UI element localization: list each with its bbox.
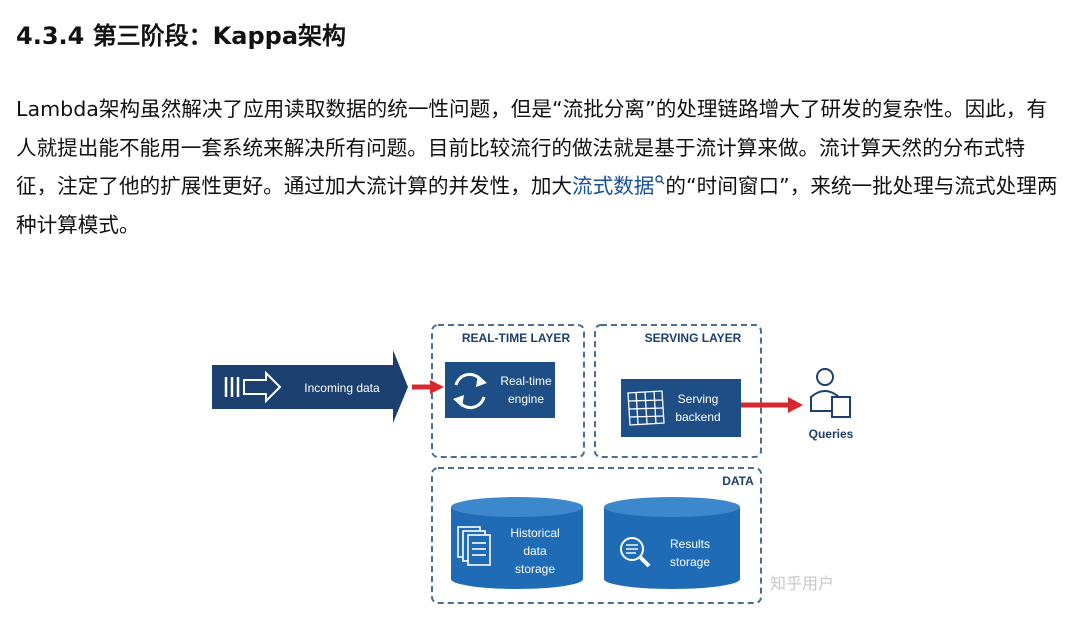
body-paragraph: Lambda架构虽然解决了应用读取数据的统一性问题，但是“流批分离”的处理链路增… xyxy=(16,90,1066,244)
historical-storage-cylinder xyxy=(451,497,583,589)
kappa-architecture-diagram: REAL-TIME LAYER SERVING LAYER DATA Incom… xyxy=(208,305,868,610)
data-layer-title: DATA xyxy=(722,474,754,488)
incoming-data-arrow xyxy=(212,350,408,423)
historical-label-line2: data xyxy=(523,544,547,558)
realtime-layer-box xyxy=(431,324,585,458)
serving-layer-box xyxy=(594,324,762,458)
queries-label: Queries xyxy=(809,427,854,441)
results-storage-cylinder xyxy=(604,497,740,589)
serving-label-line1: Serving xyxy=(678,392,719,406)
engine-label-line1: Real-time xyxy=(500,374,552,388)
incoming-stream-icon xyxy=(224,370,282,404)
serving-layer-title: SERVING LAYER xyxy=(645,331,742,345)
engine-label-line2: engine xyxy=(508,392,544,406)
incoming-data-label: Incoming data xyxy=(304,381,380,395)
serving-backend-box xyxy=(621,379,741,437)
watermark-text: 知乎用户 xyxy=(770,575,834,593)
arrow-to-queries-head xyxy=(788,397,803,413)
paragraph-text-after: 的“时间窗口”，来统一批处理与流式处理两种计算模式。 xyxy=(16,174,1058,237)
document-stack-icon xyxy=(457,526,491,566)
realtime-engine-box xyxy=(445,362,555,418)
user-icon xyxy=(810,368,851,418)
magnifier-icon xyxy=(620,537,651,568)
realtime-layer-title: REAL-TIME LAYER xyxy=(462,331,571,345)
stream-data-link[interactable]: 流式数据 xyxy=(572,174,665,198)
grid-icon xyxy=(627,390,665,426)
historical-label-line3: storage xyxy=(515,562,555,576)
results-label-line1: Results xyxy=(670,537,710,551)
paragraph-text-before: Lambda架构虽然解决了应用读取数据的统一性问题，但是“流批分离”的处理链路增… xyxy=(16,97,1047,198)
page-heading: 4.3.4 第三阶段：Kappa架构 xyxy=(16,22,347,50)
serving-label-line2: backend xyxy=(675,410,720,424)
arrow-to-engine-head xyxy=(430,380,444,394)
search-icon xyxy=(655,175,665,185)
results-label-line2: storage xyxy=(670,555,710,569)
historical-label-line1: Historical xyxy=(510,526,559,540)
stream-data-link-text: 流式数据 xyxy=(572,174,655,198)
refresh-cycle-icon xyxy=(453,372,487,410)
